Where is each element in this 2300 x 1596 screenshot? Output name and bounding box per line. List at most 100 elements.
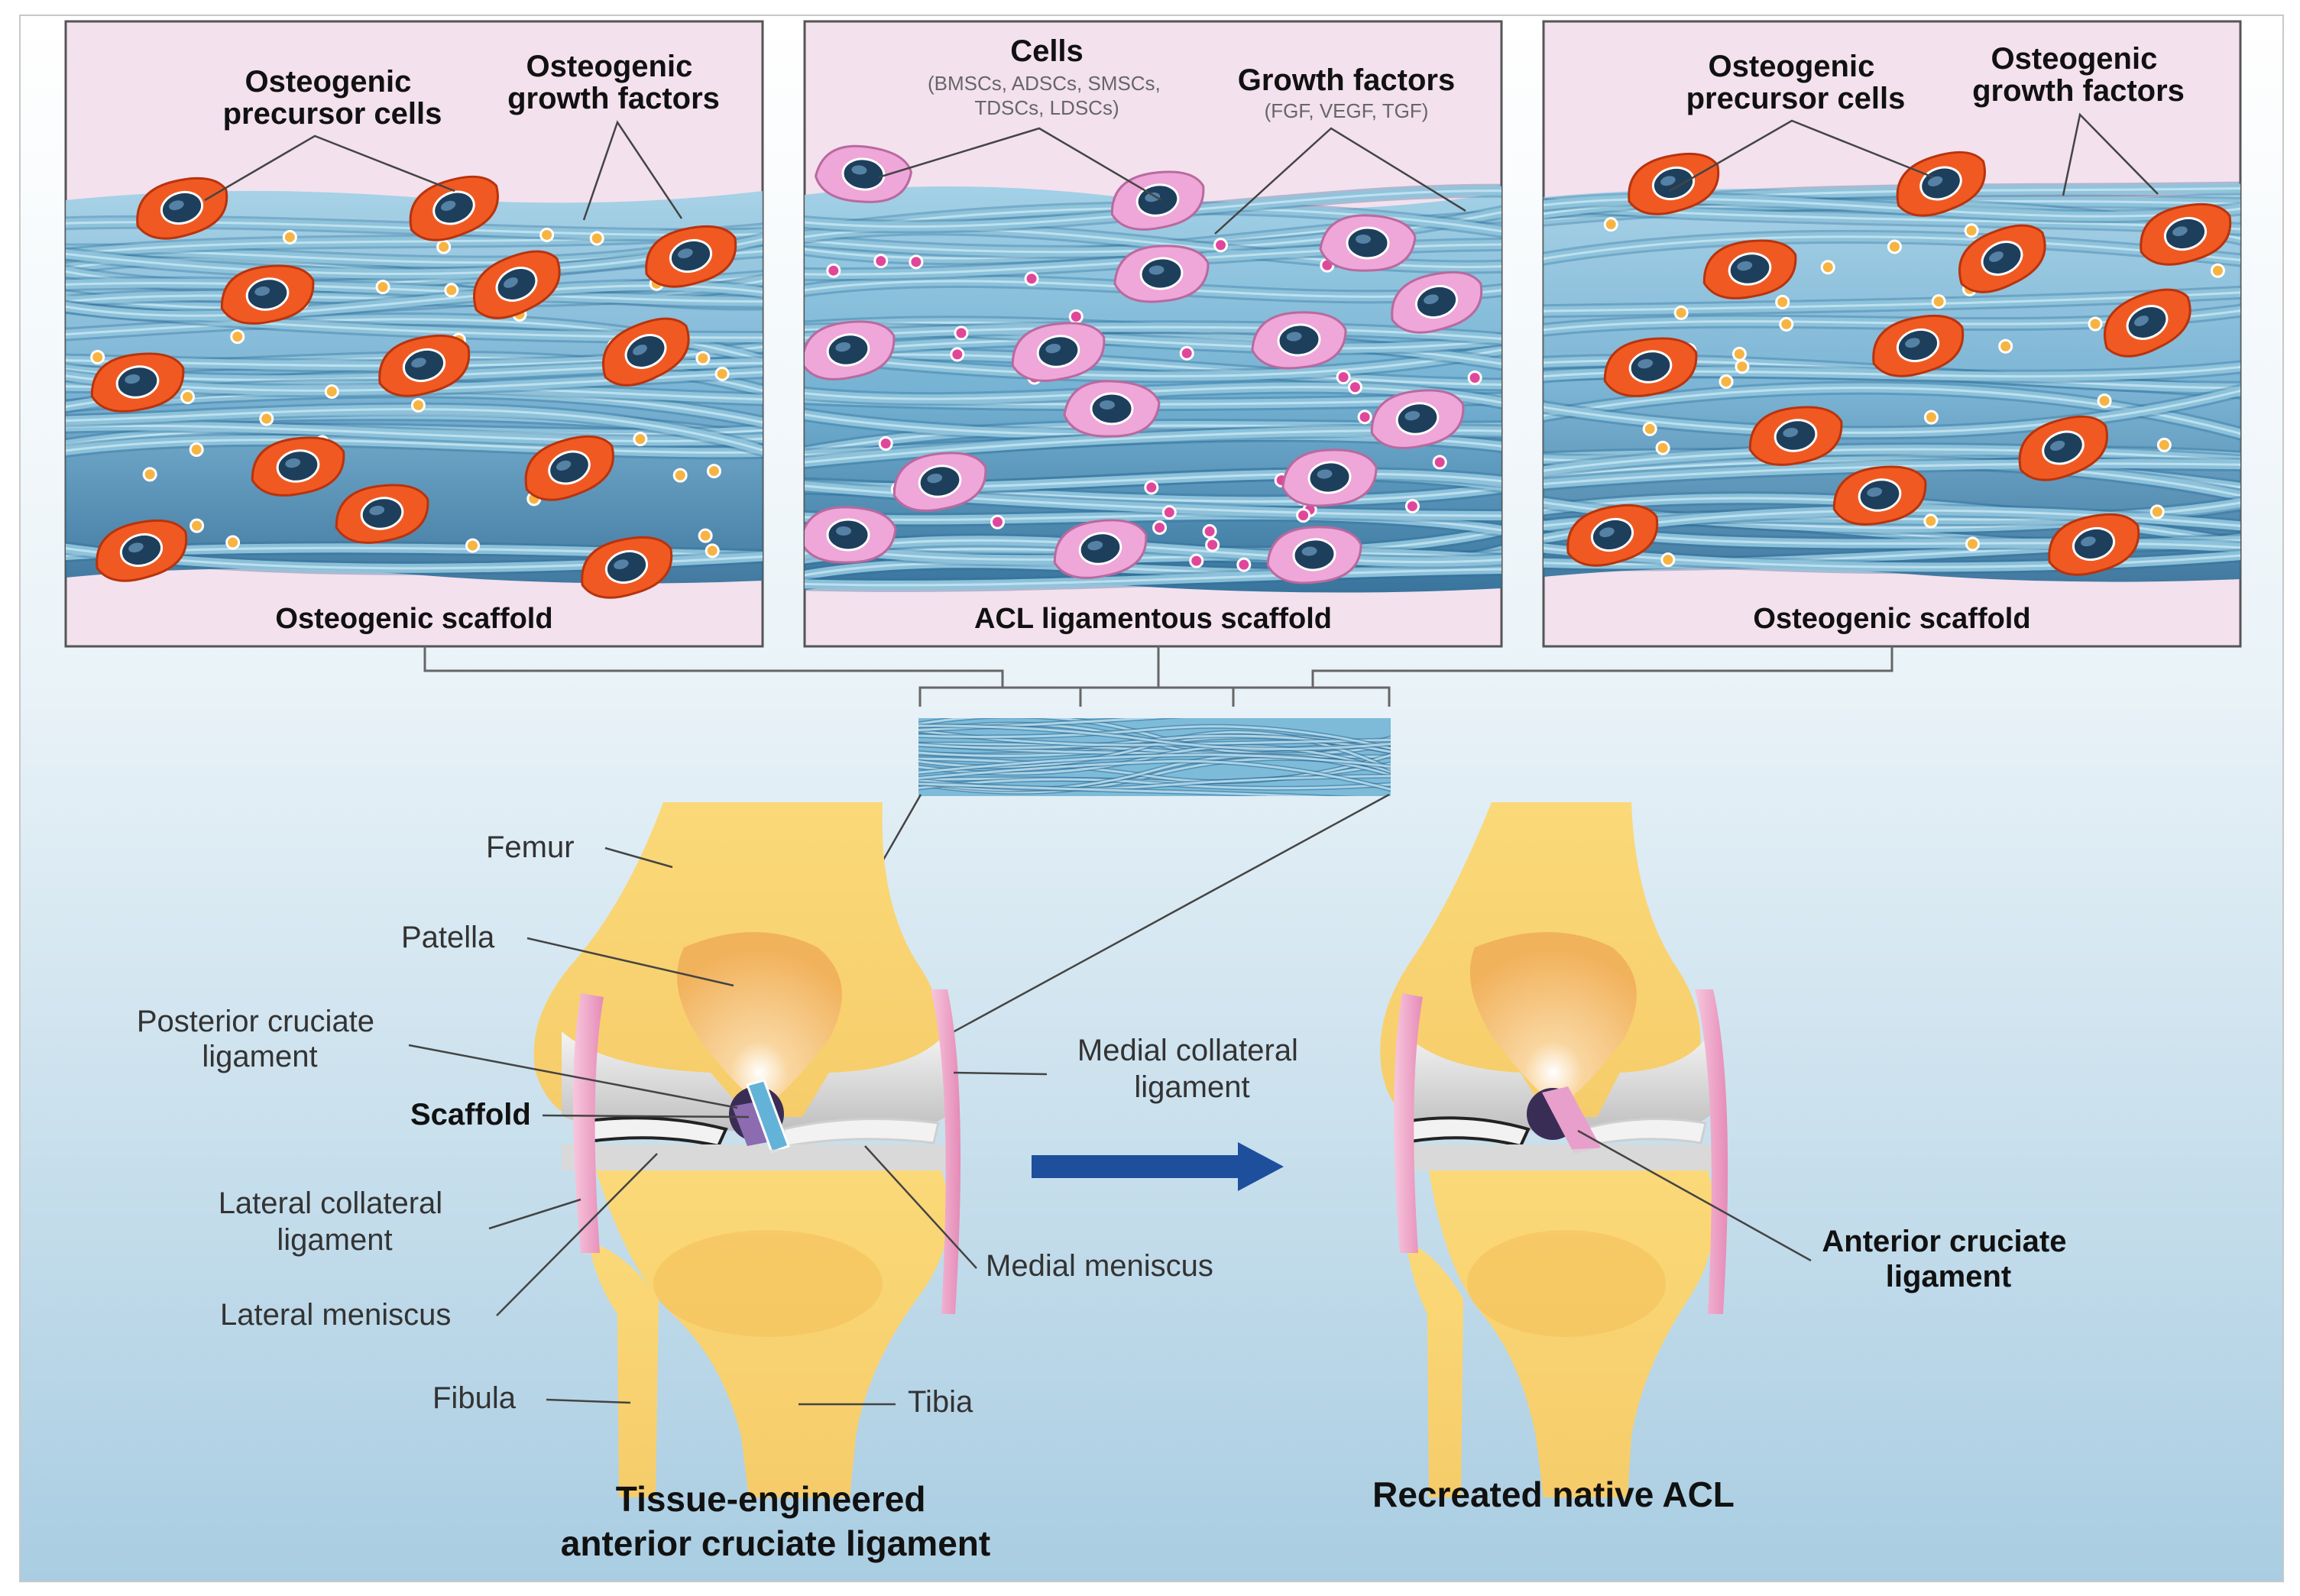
- nucleus-highlight: [441, 200, 456, 211]
- nucleus-highlight: [1301, 546, 1317, 556]
- cell-nucleus: [1774, 419, 1818, 452]
- nucleus-highlight: [633, 345, 647, 355]
- growth-factor: [826, 263, 841, 278]
- medial-collateral-ligament: [931, 989, 961, 1314]
- growth-factor: [698, 528, 713, 543]
- growth-factor: [1775, 294, 1790, 309]
- cell: [1702, 239, 1797, 299]
- cell-nucleus: [1277, 323, 1321, 357]
- medial-collateral-ligament: [1695, 989, 1728, 1314]
- fiber-highlight: [805, 543, 1501, 562]
- strip-fiber: [918, 782, 1330, 796]
- cell: [814, 144, 912, 203]
- nucleus-highlight: [1905, 338, 1920, 348]
- growth-factor: [705, 543, 720, 558]
- growth-factor: [1660, 552, 1676, 568]
- bracket-strip-right: [1232, 686, 1391, 707]
- nucleus-highlight: [851, 165, 867, 175]
- label-cells-types: (BMSCs, ADSCs, SMSCs, TDSCs, LDSCs): [928, 72, 1166, 119]
- leader-pcl: [408, 1044, 738, 1109]
- cell-nucleus: [1078, 532, 1122, 565]
- nucleus-highlight: [1638, 358, 1654, 369]
- growth-factor: [695, 351, 711, 366]
- growth-factor: [1923, 410, 1939, 425]
- nucleus-highlight: [614, 559, 629, 570]
- cell-nucleus: [1590, 517, 1634, 552]
- cell-nucleus: [669, 238, 713, 274]
- growth-factor: [2156, 437, 2172, 452]
- cell: [220, 264, 315, 325]
- growth-factor: [230, 329, 245, 345]
- tibia-shading: [653, 1230, 883, 1337]
- cell-nucleus: [1307, 461, 1352, 494]
- panel-osteogenic-left: Osteogenic precursor cells Osteogenic gr…: [64, 20, 764, 648]
- label-precursor-cells: Osteogenic precursor cells: [223, 65, 442, 131]
- cell-nucleus: [1090, 392, 1134, 426]
- nucleus-highlight: [678, 248, 693, 259]
- leader-line: [878, 127, 1162, 202]
- growth-factor: [1296, 508, 1311, 523]
- arrow-head: [1238, 1142, 1284, 1191]
- nucleus-highlight: [1045, 343, 1061, 354]
- growth-factor: [873, 254, 889, 269]
- cell-nucleus: [119, 533, 164, 568]
- leader-lcl: [488, 1198, 581, 1230]
- strip-fiber: [918, 743, 1391, 758]
- leader-acl: [1577, 1129, 1812, 1262]
- osteogenic-cells: [90, 175, 737, 599]
- leader-line: [2062, 112, 2159, 196]
- nucleus-highlight: [1100, 400, 1115, 410]
- label-lateral-meniscus: Lateral meniscus: [220, 1298, 451, 1332]
- label-growth-factors-lig: Growth factors: [1238, 63, 1455, 97]
- cell-nucleus: [2163, 216, 2208, 251]
- cell-nucleus: [402, 348, 446, 383]
- strip-fibers: [918, 718, 1391, 796]
- label-acl: Anterior cruciate ligament: [1822, 1225, 2075, 1293]
- cell-nucleus: [432, 190, 475, 225]
- bracket-right: [1311, 646, 1893, 688]
- growth-factor: [1205, 537, 1220, 552]
- fibula: [1406, 1242, 1463, 1497]
- growth-factor: [259, 411, 274, 426]
- strip-fiber: [918, 725, 1391, 750]
- growth-factor: [878, 435, 893, 451]
- leader-lateral-meniscus: [496, 1153, 658, 1316]
- fibula: [588, 1242, 659, 1497]
- transformation-arrow: [1032, 1142, 1284, 1191]
- growth-factor: [1820, 260, 1835, 275]
- cell: [1011, 322, 1106, 382]
- cell-nucleus: [245, 277, 290, 311]
- cell: [335, 484, 429, 544]
- femoral-cartilage: [1402, 1031, 1710, 1133]
- growth-factor: [589, 231, 604, 246]
- growth-factor: [282, 229, 297, 244]
- growth-factor: [189, 442, 204, 458]
- cell: [1266, 526, 1362, 584]
- growth-factor: [1887, 239, 1902, 254]
- growth-factor: [954, 325, 969, 341]
- fiber-highlight: [805, 472, 1501, 489]
- growth-factor: [1336, 370, 1351, 385]
- label-growth-factors-types: (FGF, VEGF, TGF): [1265, 99, 1429, 122]
- label-tibia: Tibia: [908, 1385, 973, 1419]
- cell-nucleus: [115, 365, 160, 399]
- nucleus-highlight: [504, 277, 518, 288]
- growth-factor: [1068, 309, 1084, 324]
- cell-nucleus: [1139, 257, 1184, 290]
- fiber-highlight: [805, 484, 1501, 517]
- growth-factor: [324, 384, 339, 399]
- label-lcl: Lateral collateral ligament: [219, 1186, 452, 1257]
- cell-nucleus: [826, 518, 870, 552]
- fiber-highlight: [1544, 460, 2240, 497]
- growth-factor: [1603, 217, 1618, 232]
- cell: [602, 317, 690, 387]
- cell: [2104, 288, 2191, 358]
- cell: [1370, 389, 1465, 449]
- scaffold-strip: [918, 718, 1391, 796]
- growth-factor: [1965, 536, 1980, 552]
- growth-factor: [1735, 359, 1750, 374]
- nucleus-highlight: [1867, 487, 1883, 497]
- leader-scaffold: [542, 1114, 750, 1118]
- panel-middle-labels: Cells (BMSCs, ADSCs, SMSCs, TDSCs, LDSCs…: [878, 34, 1466, 635]
